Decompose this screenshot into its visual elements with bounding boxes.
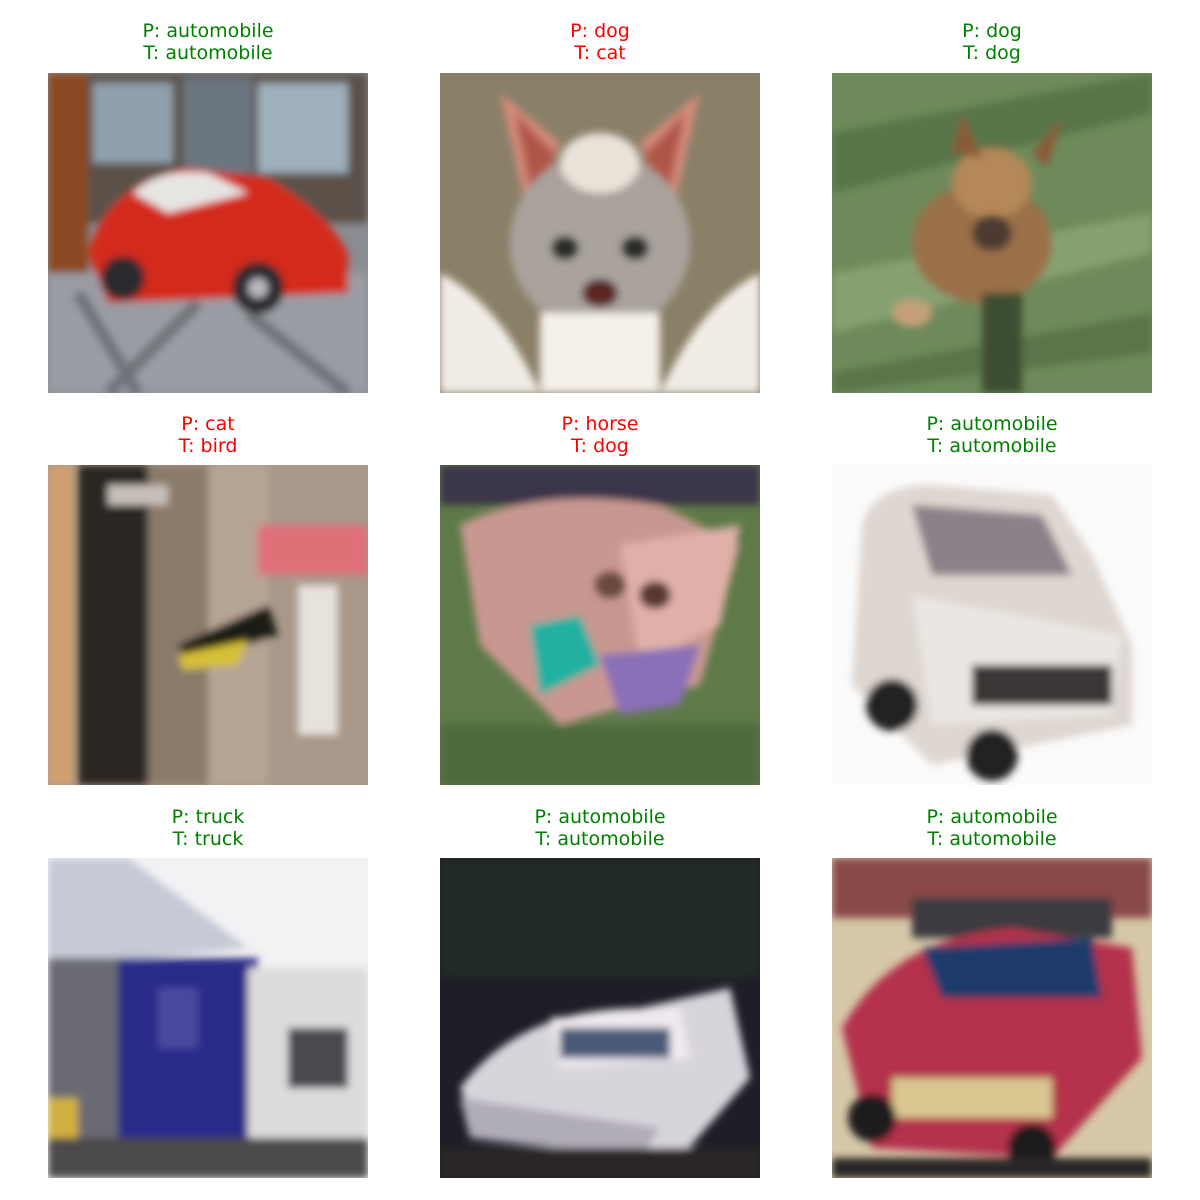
true-label: T: automobile — [927, 435, 1057, 457]
true-label: T: cat — [574, 42, 626, 64]
sample-caption: P: cat T: bird — [48, 413, 368, 457]
true-label: T: automobile — [927, 828, 1057, 850]
sample-caption: P: automobile T: automobile — [832, 413, 1152, 457]
sample-image — [440, 858, 760, 1178]
predicted-label: P: dog — [962, 20, 1022, 42]
predicted-label: P: truck — [171, 806, 245, 828]
sample-image — [48, 858, 368, 1178]
predicted-label: P: automobile — [142, 20, 274, 42]
predicted-label: P: horse — [561, 413, 639, 435]
true-label: T: truck — [172, 828, 244, 850]
predicted-label: P: automobile — [926, 806, 1058, 828]
sample-image — [832, 465, 1152, 785]
predicted-label: P: automobile — [534, 806, 666, 828]
sample-image — [440, 465, 760, 785]
sample-caption: P: automobile T: automobile — [440, 806, 760, 850]
sample-image — [832, 858, 1152, 1178]
true-label: T: bird — [178, 435, 238, 457]
sample-image — [440, 73, 760, 393]
sample-caption: P: horse T: dog — [440, 413, 760, 457]
sample-image — [48, 465, 368, 785]
true-label: T: automobile — [143, 42, 273, 64]
true-label: T: dog — [571, 435, 629, 457]
true-label: T: dog — [963, 42, 1021, 64]
sample-image — [48, 73, 368, 393]
true-label: T: automobile — [535, 828, 665, 850]
predicted-label: P: cat — [181, 413, 235, 435]
sample-caption: P: dog T: dog — [832, 20, 1152, 64]
sample-image — [832, 73, 1152, 393]
predicted-label: P: automobile — [926, 413, 1058, 435]
sample-caption: P: dog T: cat — [440, 20, 760, 64]
predicted-label: P: dog — [570, 20, 630, 42]
sample-caption: P: truck T: truck — [48, 806, 368, 850]
sample-caption: P: automobile T: automobile — [832, 806, 1152, 850]
sample-caption: P: automobile T: automobile — [48, 20, 368, 64]
